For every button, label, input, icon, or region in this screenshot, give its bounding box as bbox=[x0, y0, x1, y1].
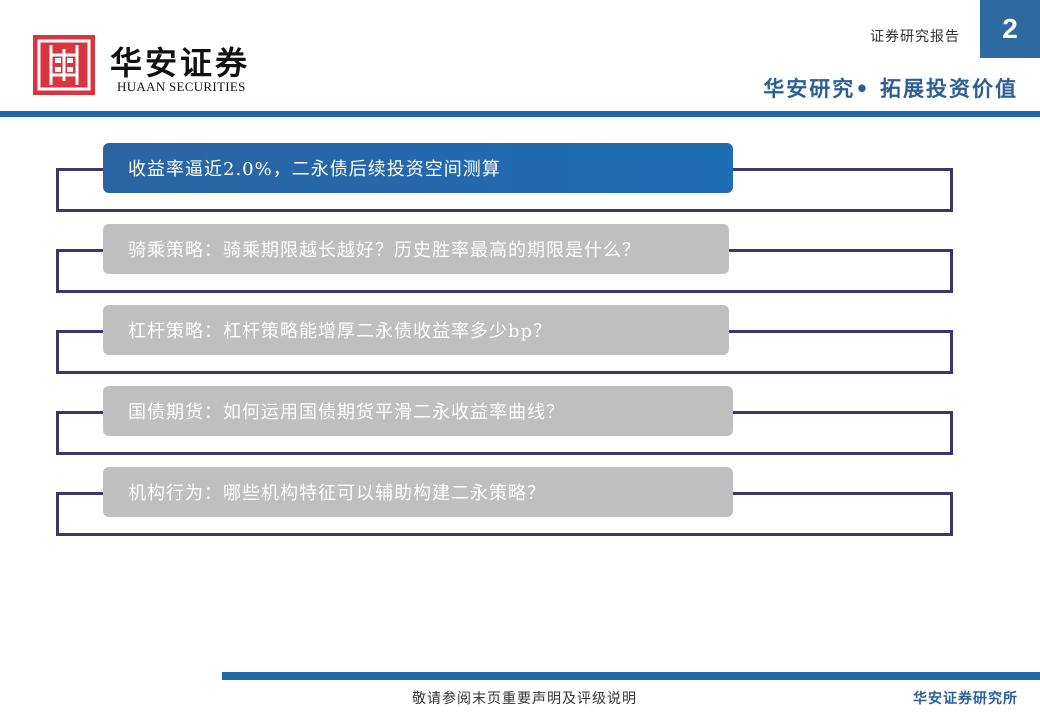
footer-institute: 华安证券研究所 bbox=[913, 691, 1018, 707]
header-slogan: 华安研究• 拓展投资价值 bbox=[763, 76, 1018, 101]
agenda-item-label: 杠杆策略：杠杆策略能增厚二永债收益率多少bp？ bbox=[128, 321, 553, 342]
agenda-item-pill[interactable]: 国债期货：如何运用国债期货平滑二永收益率曲线？ bbox=[103, 386, 733, 436]
footer-disclaimer: 敬请参阅末页重要声明及评级说明 bbox=[412, 691, 637, 707]
agenda-item-label: 机构行为：哪些机构特征可以辅助构建二永策略？ bbox=[128, 483, 546, 504]
agenda-item-pill[interactable]: 机构行为：哪些机构特征可以辅助构建二永策略？ bbox=[103, 467, 733, 517]
brand-name-chinese: 华安证券 bbox=[110, 44, 251, 82]
agenda-item-pill-active[interactable]: 收益率逼近2.0%，二永债后续投资空间测算 bbox=[103, 143, 733, 193]
company-logo-icon bbox=[33, 35, 95, 95]
agenda-item-label: 国债期货：如何运用国债期货平滑二永收益率曲线？ bbox=[128, 402, 565, 423]
brand-name-english: HUAAN SECURITIES bbox=[117, 79, 246, 94]
agenda-item-label: 骑乘策略：骑乘期限越长越好？历史胜率最高的期限是什么？ bbox=[128, 240, 641, 261]
report-type-label: 证券研究报告 bbox=[870, 29, 960, 45]
header-divider bbox=[0, 111, 1040, 117]
footer-divider bbox=[222, 672, 1040, 680]
agenda-item-label: 收益率逼近2.0%，二永债后续投资空间测算 bbox=[128, 159, 501, 180]
agenda-item-pill[interactable]: 骑乘策略：骑乘期限越长越好？历史胜率最高的期限是什么？ bbox=[103, 224, 729, 274]
page-number-badge: 2 bbox=[980, 0, 1040, 58]
agenda-item-pill[interactable]: 杠杆策略：杠杆策略能增厚二永债收益率多少bp？ bbox=[103, 305, 729, 355]
